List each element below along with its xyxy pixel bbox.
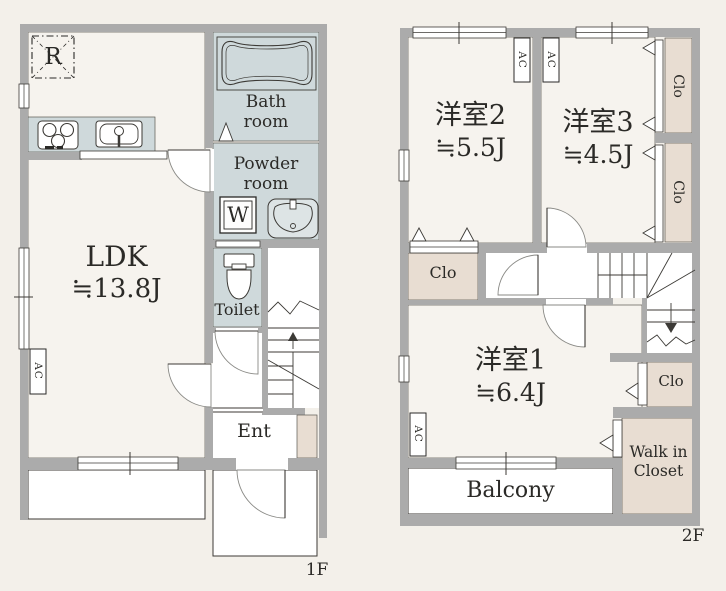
room1-label: 洋室1 ≒6.4J: [408, 344, 613, 409]
ac-unit-boxes: [29, 37, 560, 457]
closet-label-room1: Clo: [658, 372, 684, 390]
balcony-label: Balcony: [466, 478, 555, 503]
ac-label-room1: AC: [412, 425, 424, 443]
ldk-name: LDK: [85, 240, 148, 273]
floor1-doors: [167, 121, 288, 519]
floor2-windows: [398, 22, 649, 475]
ldk-label: LDK ≒13.8J: [28, 240, 205, 305]
room2-size: ≒5.5J: [435, 133, 506, 162]
floor1-windows: [14, 83, 179, 475]
refrigerator-box: [31, 35, 75, 79]
bath-door-triangle: [218, 121, 234, 142]
room3-label: 洋室3 ≒4.5J: [541, 106, 655, 171]
floor2-doors: [497, 207, 587, 348]
closet-door-triangles: [411, 40, 656, 452]
stairs-1f: [267, 300, 320, 408]
room2-label: 洋室2 ≒5.5J: [408, 99, 533, 164]
room2-name: 洋室2: [434, 100, 507, 131]
room3-size: ≒4.5J: [562, 140, 634, 169]
powder-room-label-line2: room: [243, 174, 289, 194]
ac-label-room2: AC: [516, 51, 528, 69]
ldk-size: ≒13.8J: [71, 274, 162, 304]
kitchen-counter: [27, 116, 168, 160]
shoe-cabinet: [296, 414, 318, 459]
room1-size: ≒6.4J: [475, 378, 546, 407]
bathroom-label-line2: room: [243, 112, 289, 132]
ac-label-ldk: AC: [32, 362, 44, 380]
wic-label-line2: Closet: [633, 462, 684, 480]
closet-label-room2: Clo: [429, 263, 457, 282]
closet-door-strips: [409, 39, 664, 458]
powder-room-label: Powder room: [213, 154, 319, 194]
floor2-outer-walls: [400, 28, 700, 526]
bathroom-label-line1: Bath: [245, 92, 287, 112]
terrace: [27, 469, 206, 520]
washer-box: [219, 196, 257, 234]
closet-label-right-top: Clo: [670, 74, 686, 98]
walk-in-closet-label: Walk in Closet: [616, 443, 701, 481]
powder-room-label-line1: Powder: [233, 154, 299, 174]
ac-label-room3: AC: [545, 51, 557, 69]
toilet-label: Toilet: [214, 300, 260, 319]
bathtub-icon: [216, 36, 317, 91]
toilet-icon: [223, 253, 255, 300]
stairs-2f: [597, 252, 696, 347]
floor2-plan: [29, 22, 700, 526]
closet-label-right-bottom: Clo: [670, 180, 686, 204]
floor1-plan: [14, 24, 327, 557]
washbasin-icon: [267, 198, 319, 239]
kitchen-sink-icon: [95, 120, 143, 148]
stove-icon: [37, 120, 79, 150]
wic-label-line1: Walk in: [629, 443, 688, 461]
room3-name: 洋室3: [562, 107, 634, 138]
washer-label: W: [227, 203, 249, 227]
floor1-title: 1F: [305, 560, 329, 580]
floor2-title: 2F: [681, 526, 705, 546]
refrigerator-label: R: [44, 44, 62, 70]
bathroom-label: Bath room: [213, 92, 319, 132]
room1-name: 洋室1: [474, 345, 547, 376]
entrance-label: Ent: [237, 420, 271, 442]
entrance-step: [213, 407, 263, 413]
